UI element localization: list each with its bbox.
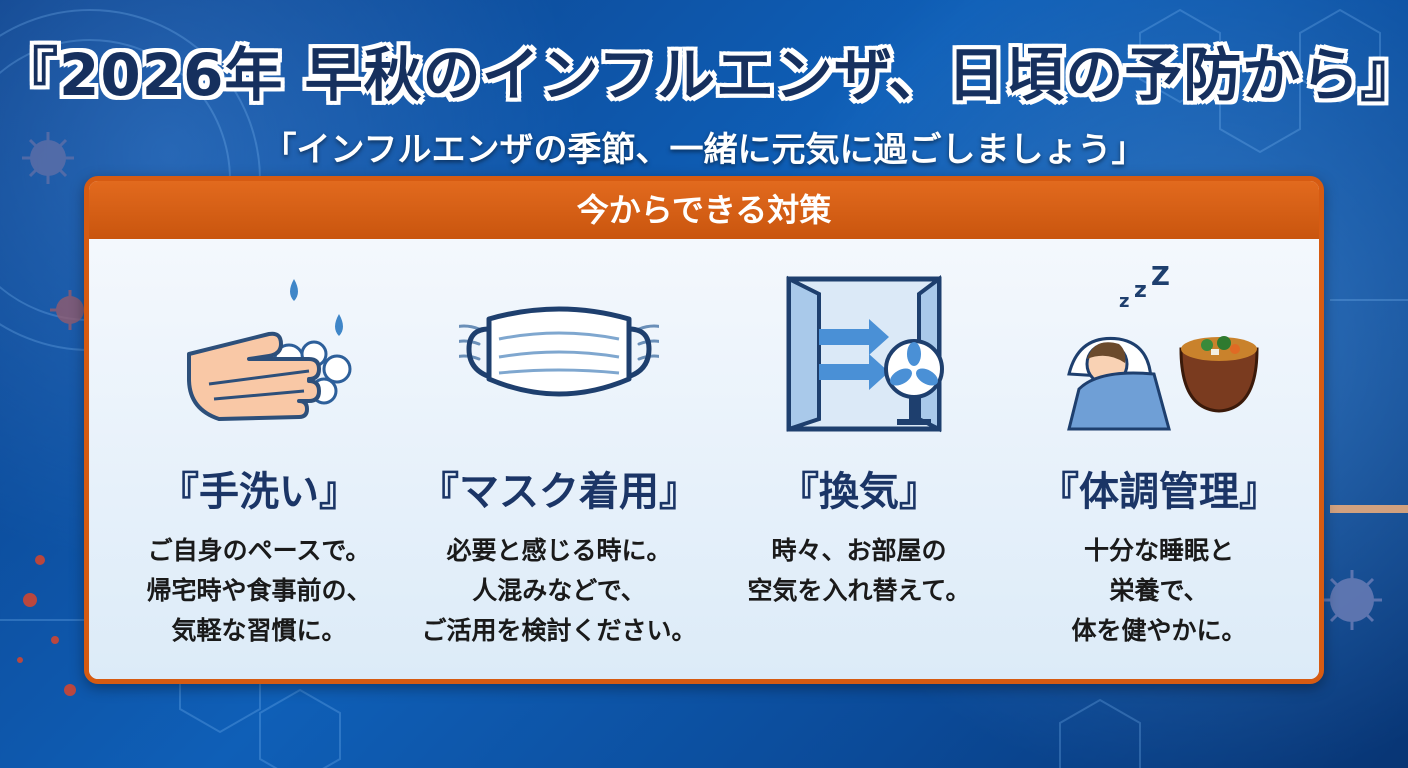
red-particles	[17, 555, 76, 696]
measure-description: 十分な睡眠と 栄養で、 体を健やかに。	[1009, 531, 1309, 651]
description-line: 必要と感じる時に。	[446, 536, 672, 565]
measure-health-care: z z Z 『体調管理』 十分な睡眠と 栄養で、 体を健やかに。	[1009, 239, 1309, 679]
health-care-icon: z z Z	[1067, 262, 1259, 431]
measure-mask: 『マスク着用』 必要と感じる時に。 人混みなどで、 ご活用を検討ください。	[409, 239, 709, 679]
mask-icon	[459, 306, 659, 397]
description-line: 人混みなどで、	[472, 576, 646, 605]
description-line: ご活用を検討ください。	[421, 616, 697, 645]
light-streak	[1330, 505, 1408, 513]
measure-title: 『マスク着用』	[419, 469, 699, 515]
virus-icon-right	[1322, 570, 1382, 630]
description-line: 体を健やかに。	[1071, 616, 1247, 645]
measures-panel: 今からできる対策 『手洗い』 ご自身のペースで。 帰宅時や食事前の、 気軽な習慣…	[84, 176, 1324, 684]
page-title: 『2026年 早秋のインフルエンザ、日頃の予防から』	[0, 41, 1408, 109]
description-line: 気軽な習慣に。	[171, 616, 347, 645]
description-line: 十分な睡眠と	[1083, 536, 1234, 565]
ventilation-icon	[786, 275, 944, 433]
description-line: 空気を入れ替えて。	[747, 576, 971, 605]
measure-handwash: 『手洗い』 ご自身のペースで。 帰宅時や食事前の、 気軽な習慣に。	[109, 239, 409, 679]
svg-text:Z: Z	[1151, 262, 1170, 292]
measure-title: 『換気』	[779, 469, 939, 515]
panel-body: 『手洗い』 ご自身のペースで。 帰宅時や食事前の、 気軽な習慣に。 『マスク着用…	[89, 239, 1319, 679]
measure-description: ご自身のペースで。 帰宅時や食事前の、 気軽な習慣に。	[109, 531, 409, 651]
panel-header: 今からできる対策	[89, 181, 1319, 239]
description-line: 帰宅時や食事前の、	[146, 576, 372, 605]
svg-text:z: z	[1134, 278, 1147, 303]
svg-text:z: z	[1119, 291, 1129, 312]
description-line: 時々、お部屋の	[771, 536, 947, 565]
sleep-zzz-icon: z z Z	[1119, 262, 1170, 312]
measure-description: 必要と感じる時に。 人混みなどで、 ご活用を検討ください。	[409, 531, 709, 651]
description-line: ご自身のペースで。	[147, 536, 371, 565]
page-subtitle: 「インフルエンザの季節、一緒に元気に過ごしましょう」	[262, 130, 1146, 170]
measure-title: 『手洗い』	[159, 469, 359, 515]
measure-title: 『体調管理』	[1039, 469, 1279, 515]
measure-description: 時々、お部屋の 空気を入れ替えて。	[709, 531, 1009, 611]
description-line: 栄養で、	[1109, 576, 1209, 605]
handwash-icon	[187, 279, 352, 421]
measure-ventilation: 『換気』 時々、お部屋の 空気を入れ替えて。	[709, 239, 1009, 679]
